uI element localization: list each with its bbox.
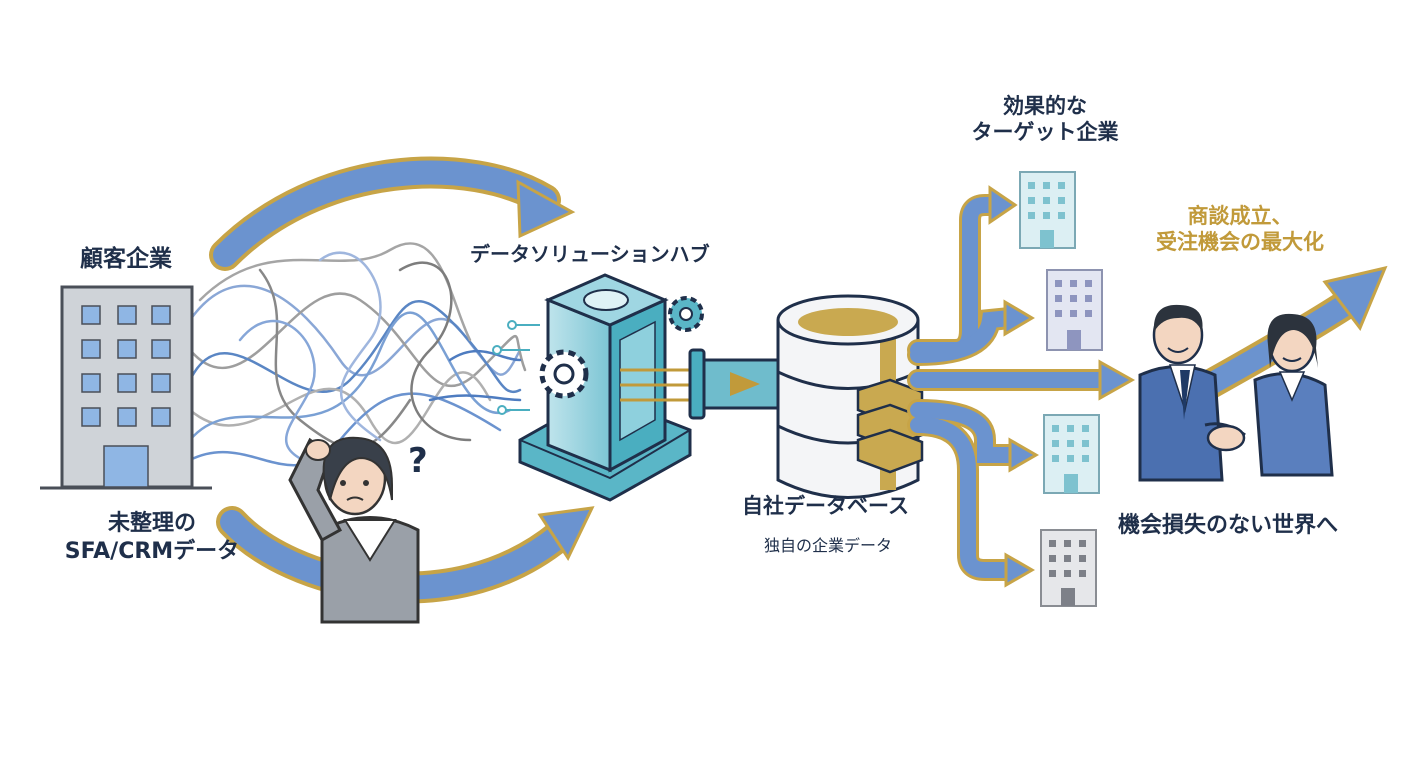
database-cylinder-icon bbox=[776, 294, 924, 499]
deal-success-label-line1: 商談成立、 bbox=[1187, 204, 1293, 228]
branch-arrows bbox=[907, 194, 1121, 581]
deal-success-label: 商談成立、 受注機会の最大化 bbox=[1130, 203, 1350, 256]
office-building-icon bbox=[1046, 269, 1103, 351]
database-label: 自社データベース bbox=[742, 494, 909, 518]
unorganized-data-label-line2: SFA/CRMデータ bbox=[64, 538, 240, 564]
connector-pipe bbox=[688, 348, 788, 420]
gear-icon bbox=[668, 296, 704, 332]
office-building-icon bbox=[1043, 414, 1100, 494]
handshake-people-icon bbox=[1138, 304, 1334, 482]
circuit-nodes bbox=[492, 320, 540, 415]
target-company-label-line2: ターゲット企業 bbox=[971, 120, 1119, 145]
confused-woman-icon bbox=[288, 436, 420, 624]
customer-company-label: 顧客企業 bbox=[80, 246, 172, 272]
target-company-label: 効果的な ターゲット企業 bbox=[945, 93, 1145, 146]
tangled-data-lines bbox=[188, 242, 527, 472]
unorganized-data-label-line1: 未整理の bbox=[107, 511, 196, 536]
branch-arrow-heads bbox=[988, 185, 1136, 588]
target-company-label-line1: 効果的な bbox=[1003, 94, 1087, 118]
top-curved-arrow bbox=[209, 156, 576, 271]
unorganized-data-label: 未整理の SFA/CRMデータ bbox=[52, 510, 252, 565]
customer-building-icon bbox=[40, 285, 212, 490]
deal-success-label-line2: 受注機会の最大化 bbox=[1156, 230, 1324, 255]
office-building-icon bbox=[1019, 171, 1076, 249]
database-sublabel: 独自の企業データ bbox=[764, 536, 893, 555]
hub-label: データソリューションハブ bbox=[470, 242, 710, 266]
office-building-icon bbox=[1040, 529, 1097, 607]
world-label: 機会損失のない世界へ bbox=[1118, 513, 1339, 538]
gear-icon bbox=[539, 349, 589, 399]
question-mark: ? bbox=[408, 441, 428, 481]
